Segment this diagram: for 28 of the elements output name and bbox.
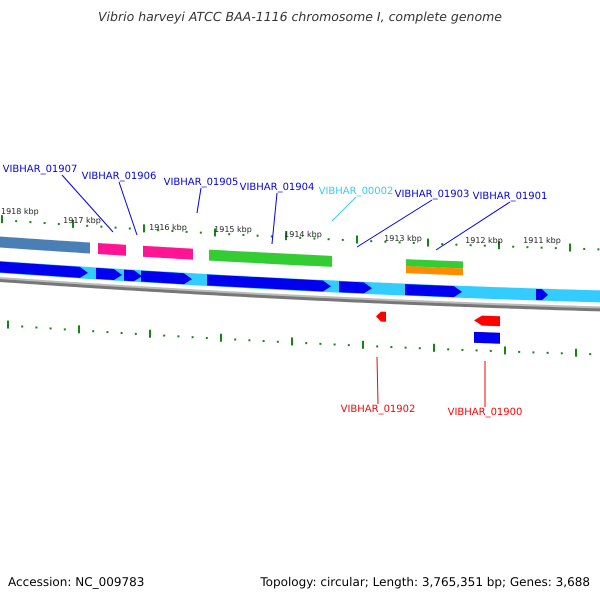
- leader-line: [118, 182, 138, 236]
- scale-label: 1916 kbp: [149, 224, 187, 233]
- leader-line: [356, 200, 432, 248]
- gene-label: VIBHAR_01901: [472, 191, 548, 202]
- leader-line: [196, 188, 202, 214]
- leader-line: [272, 192, 278, 244]
- leader-line: [332, 196, 356, 222]
- scale-label: 1913 kbp: [384, 235, 422, 244]
- gene-label: VIBHAR_01906: [82, 171, 156, 182]
- leader-line: [62, 174, 114, 232]
- gene-label: VIBHAR_01900: [448, 407, 522, 418]
- title: Vibrio harveyi ATCC BAA-1116 chromosome I, complete genome: [97, 10, 503, 24]
- scale-label: 1912 kbp: [465, 237, 503, 246]
- scale-label: 1918 kbp: [1, 208, 39, 217]
- gene-label: VIBHAR_01905: [164, 177, 238, 188]
- gene-label: VIBHAR_01907: [2, 164, 78, 175]
- footer-text: Topology: circular; Length: 3,765,351 bp; Genes: 3,688: [260, 576, 590, 590]
- scale-label: 1915 kbp: [214, 226, 252, 235]
- scale-label: 1917 kbp: [63, 217, 101, 226]
- leader-line: [484, 360, 486, 408]
- gene-label: VIBHAR_01903: [394, 189, 470, 200]
- footer-text: Accession: NC_009783: [8, 576, 144, 590]
- scale-label: 1911 kbp: [523, 237, 561, 246]
- gene-label: VIBHAR_01902: [340, 404, 416, 415]
- leader-line: [376, 356, 378, 404]
- leader-line: [436, 202, 510, 250]
- gene-label: VIBHAR_01904: [240, 182, 314, 193]
- gene-label: VIBHAR_00002: [318, 186, 394, 197]
